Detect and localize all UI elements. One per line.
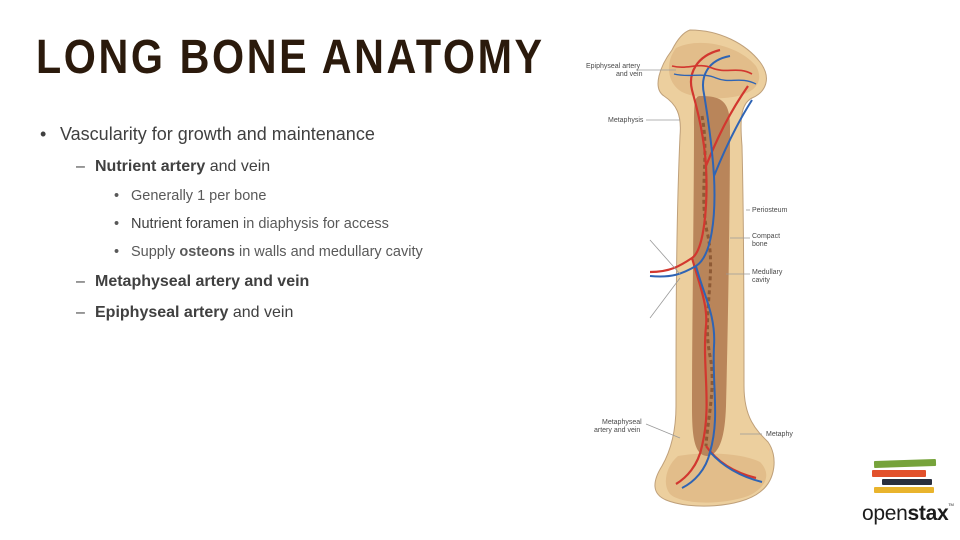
marrow-texture <box>700 115 714 447</box>
bullet-nutrient: –Nutrient artery and vein <box>76 158 270 176</box>
slide-title: LONG BONE ANATOMY <box>36 31 545 84</box>
bullet-text: Vascularity for growth and maintenance <box>60 124 375 144</box>
bold-text: osteons <box>179 244 235 260</box>
bullet-text: Generally 1 per bone <box>131 188 267 204</box>
bullet-text: in walls and medullary cavity <box>234 244 423 260</box>
bold-text: Nutrient foramen <box>131 216 239 232</box>
logo-word-open: open <box>862 502 908 525</box>
bold-text: Epiphyseal artery <box>95 304 229 321</box>
dash-mark: – <box>76 304 85 321</box>
nutrient-vein <box>649 55 763 489</box>
bullet-list: •Vascularity for growth and maintenance … <box>40 124 423 322</box>
label-compact-bone-2: bone <box>752 241 768 248</box>
dash-mark: – <box>76 158 85 175</box>
logo-tm: TM <box>948 502 954 507</box>
epiphyseal-vein <box>673 73 757 85</box>
bullet-metaphyseal: –Metaphyseal artery and vein <box>76 273 309 291</box>
label-metaphyseal-artery: Metaphyseal <box>602 419 642 426</box>
dash-mark: – <box>76 273 85 290</box>
nutrient-artery <box>649 48 757 485</box>
bone-diagram-svg: Epiphyseal artery and vein Metaphysis Pe… <box>586 29 793 507</box>
book-stack-icon <box>872 458 937 493</box>
bullet-epiphyseal: –Epiphyseal artery and vein <box>76 304 293 322</box>
bullet-mark: • <box>40 124 47 144</box>
bullet-vascularity: • Vascularity for growth and maintenance <box>40 124 375 145</box>
bullet-per-bone: • Generally 1 per bone <box>114 188 266 204</box>
label-metaphysis-bottom: Metaphy <box>766 431 793 438</box>
label-epiphyseal-vein: and vein <box>616 71 643 78</box>
leader-lines <box>636 69 762 439</box>
label-medullary-cavity: Medullary <box>752 269 783 276</box>
bullet-text: and vein <box>228 304 294 321</box>
bold-text: Nutrient artery <box>95 158 206 175</box>
openstax-logo: openstaxTM <box>862 458 958 528</box>
label-medullary-cavity-2: cavity <box>752 277 770 284</box>
label-metaphysis: Metaphysis <box>608 117 644 124</box>
bullet-foramen: • Nutrient foramen in diaphysis for acces… <box>114 216 389 232</box>
bullet-osteons: • Supply osteons in walls and medullary c… <box>114 244 423 260</box>
spongy-bone-bottom <box>665 453 767 503</box>
epiphyseal-artery <box>671 64 753 75</box>
bullet-mark: • <box>114 188 120 204</box>
long-bone-illustration: Epiphyseal artery and vein Metaphysis Pe… <box>580 26 796 520</box>
bullet-text: Supply <box>131 244 180 260</box>
label-metaphyseal-vein: artery and vein <box>594 427 640 434</box>
label-compact-bone: Compact <box>752 233 780 240</box>
label-epiphyseal-artery: Epiphyseal artery <box>586 63 641 70</box>
bullet-mark: • <box>114 216 120 232</box>
medullary-cavity <box>692 96 730 456</box>
logo-word-stax: stax <box>907 502 949 525</box>
label-periosteum: Periosteum <box>752 207 788 214</box>
logo-wordmark: openstaxTM <box>862 502 954 526</box>
bullet-mark: • <box>114 244 120 260</box>
bullet-text: and vein <box>205 158 271 175</box>
bold-text: Metaphyseal artery and vein <box>95 273 310 290</box>
bullet-text: in diaphysis for access <box>239 216 389 232</box>
